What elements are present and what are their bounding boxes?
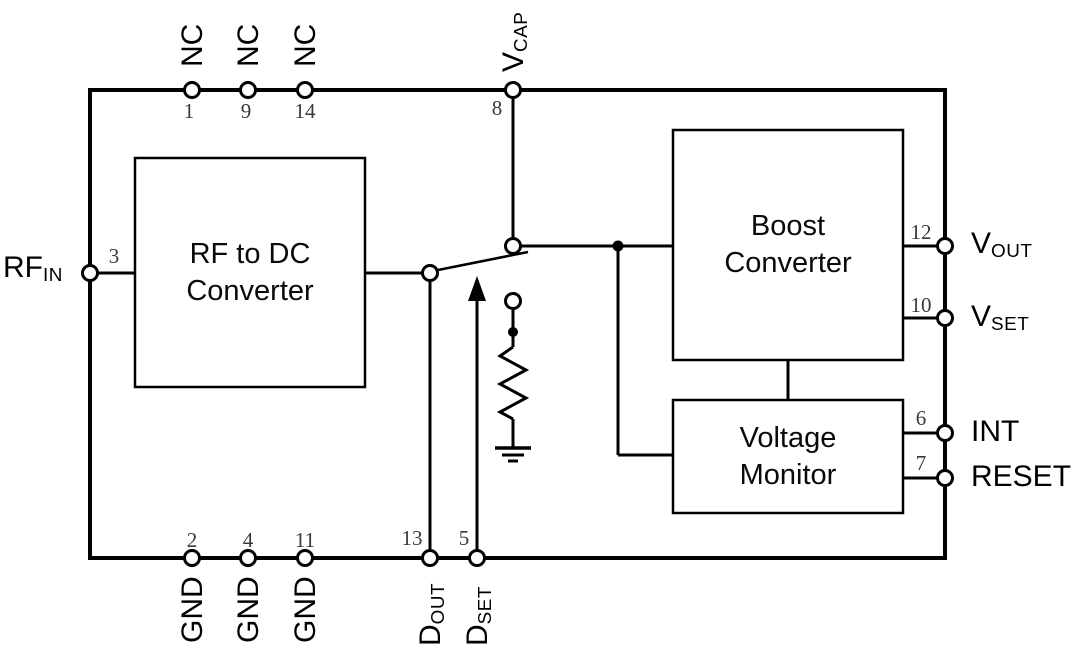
- pin-circle-2: [183, 549, 201, 567]
- pin-label-text: GND: [232, 576, 265, 643]
- pin-label-vset: VSET: [971, 302, 1029, 340]
- pin-number-8: 8: [491, 96, 503, 120]
- switch-common-contact: [421, 264, 439, 282]
- pin-label-nc-14: NC: [289, 23, 322, 67]
- pin-label-text: D: [461, 624, 494, 646]
- junction-dot: [612, 240, 624, 252]
- pin-number-11: 11: [294, 528, 316, 552]
- pin-circle-6: [936, 424, 954, 442]
- pin-number-6: 6: [915, 406, 927, 430]
- pin-label-text: NC: [232, 23, 265, 67]
- pin-label-text: V: [971, 227, 992, 260]
- pin-label-nc-1: NC: [176, 23, 209, 67]
- pin-label-vcap: VCAP: [497, 11, 537, 72]
- pin-circle-8: [504, 81, 522, 99]
- pin-label-subscript: IN: [43, 265, 63, 287]
- pin-label-text: INT: [971, 415, 1020, 448]
- switch-throw-contact-resistor: [504, 292, 522, 310]
- dset-control-arrow-head: [468, 276, 486, 301]
- pin-label-text: RF: [3, 251, 43, 284]
- pin-number-13: 13: [401, 526, 423, 550]
- pin-number-10: 10: [910, 293, 932, 317]
- pin-number-3: 3: [108, 244, 120, 268]
- pin-label-reset: RESET: [971, 462, 1071, 492]
- pin-label-text: RESET: [971, 460, 1072, 493]
- rf-to-dc-converter-box: [133, 156, 367, 389]
- pin-label-text: NC: [176, 23, 209, 67]
- pin-label-subscript: CAP: [511, 11, 533, 52]
- pin-label-dout: DOUT: [414, 582, 454, 646]
- pin-circle-4: [239, 549, 257, 567]
- pin-circle-11: [296, 549, 314, 567]
- pin-circle-5: [468, 549, 486, 567]
- pin-label-text: NC: [289, 23, 322, 67]
- pin-label-rfin: RFIN: [3, 253, 63, 291]
- pin-label-dset: DSET: [461, 586, 501, 646]
- pin-number-7: 7: [915, 451, 927, 475]
- pin-circle-13: [421, 549, 439, 567]
- pin-label-gnd-2: GND: [176, 576, 209, 643]
- block-label-boost: Boost Converter: [673, 130, 903, 360]
- pin-circle-3: [81, 264, 99, 282]
- pin-label-int: INT: [971, 417, 1019, 447]
- block-label-line: Monitor: [739, 458, 837, 491]
- pin-label-text: D: [414, 624, 447, 646]
- pin-number-9: 9: [240, 99, 252, 123]
- pin-label-text: V: [497, 51, 530, 72]
- boost-converter-box: [671, 128, 905, 362]
- block-label-rf-to-dc: RF to DC Converter: [135, 158, 365, 387]
- pin-label-nc-9: NC: [232, 23, 265, 67]
- pin-circle-12: [936, 237, 954, 255]
- pin-circle-7: [936, 469, 954, 487]
- pin-number-14: 14: [294, 99, 316, 123]
- block-label-line: Boost: [750, 210, 826, 242]
- pin-circle-9: [239, 81, 257, 99]
- pin-label-text: V: [971, 300, 992, 333]
- resistor-node-dot: [508, 327, 518, 337]
- pin-label-subscript: SET: [991, 314, 1030, 336]
- pin-label-subscript: SET: [475, 586, 497, 625]
- pin-circle-14: [296, 81, 314, 99]
- switch-throw-contact-vcap: [504, 237, 522, 255]
- pulldown-resistor: [496, 345, 530, 421]
- pin-number-12: 12: [910, 220, 932, 244]
- block-label-voltage-monitor: Voltage Monitor: [673, 400, 903, 513]
- pin-number-5: 5: [458, 526, 470, 550]
- block-label-line: Converter: [724, 247, 852, 279]
- pin-circle-1: [183, 81, 201, 99]
- block-label-line: RF to DC: [189, 237, 311, 270]
- block-label-line: Voltage: [739, 421, 837, 454]
- pin-label-subscript: OUT: [428, 582, 450, 625]
- pin-number-4: 4: [242, 528, 254, 552]
- pin-label-subscript: OUT: [991, 241, 1033, 263]
- pin-label-gnd-11: GND: [289, 576, 322, 643]
- pin-label-text: GND: [289, 576, 322, 643]
- pin-label-vout: VOUT: [971, 229, 1032, 267]
- pin-number-1: 1: [183, 99, 195, 123]
- block-label-line: Converter: [186, 274, 314, 307]
- pin-label-gnd-4: GND: [232, 576, 265, 643]
- pin-circle-10: [936, 309, 954, 327]
- pin-label-text: GND: [176, 576, 209, 643]
- pin-number-2: 2: [186, 528, 198, 552]
